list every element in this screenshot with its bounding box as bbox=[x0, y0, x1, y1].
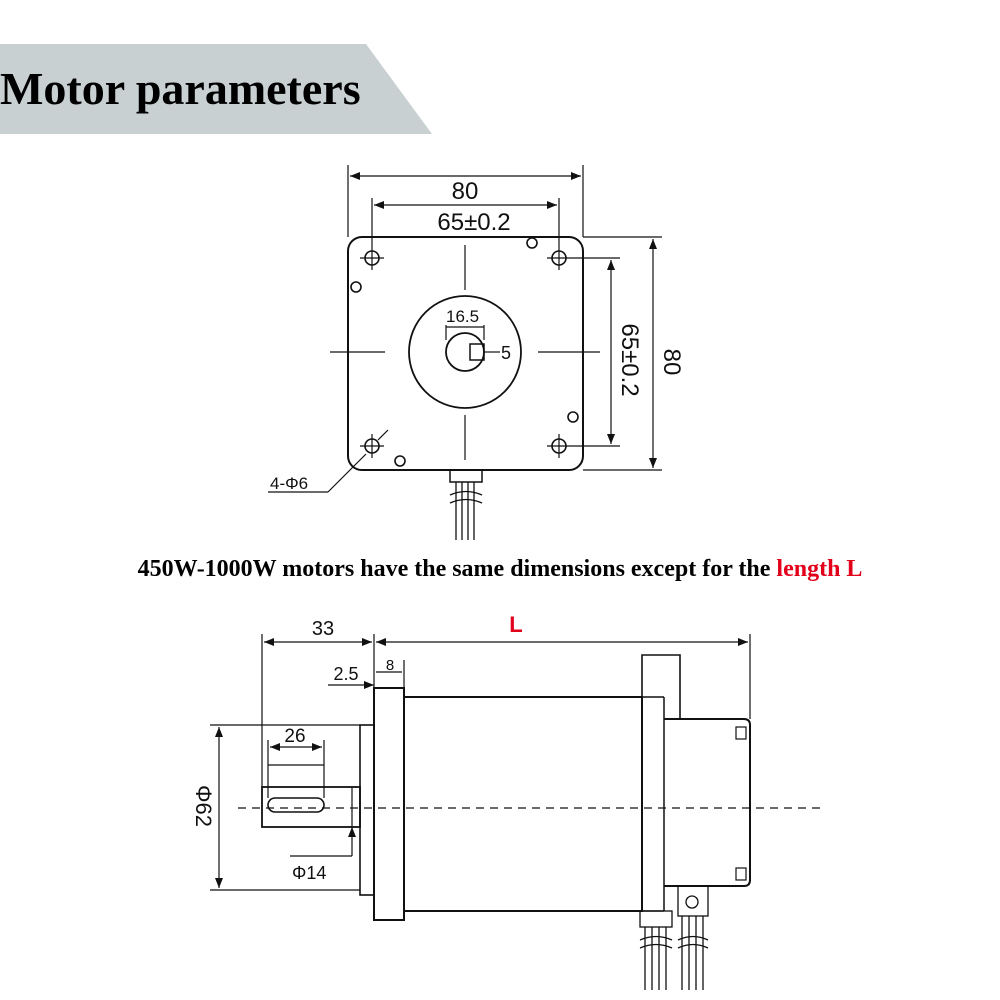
arrow bbox=[607, 434, 615, 444]
hole-leader bbox=[327, 453, 367, 493]
arrow bbox=[348, 827, 356, 837]
arrow bbox=[350, 172, 360, 180]
arrow bbox=[547, 201, 557, 209]
header-banner bbox=[0, 44, 432, 134]
arrow bbox=[607, 260, 615, 270]
shaft-length-label: 33 bbox=[312, 618, 334, 640]
boss-thickness-label: 2.5 bbox=[333, 664, 358, 684]
hole-leader-tick bbox=[377, 429, 389, 441]
shaft-dia-label: Φ14 bbox=[292, 863, 326, 883]
arrow bbox=[215, 727, 223, 737]
pilot-step bbox=[359, 724, 375, 896]
small-hole-2 bbox=[350, 281, 362, 293]
key-slot bbox=[469, 343, 485, 361]
mount-hole-tl bbox=[360, 246, 384, 270]
arrow bbox=[376, 638, 386, 646]
key-width-label: 5 bbox=[501, 343, 511, 363]
cable-wires bbox=[449, 482, 483, 540]
small-hole-3 bbox=[567, 411, 579, 423]
arrow bbox=[215, 878, 223, 888]
encoder-cable bbox=[677, 885, 709, 990]
mount-hole-br bbox=[547, 434, 571, 458]
arrow bbox=[738, 638, 748, 646]
small-hole-4 bbox=[394, 455, 406, 467]
width-outer-label: 80 bbox=[452, 178, 479, 205]
motor-body bbox=[403, 696, 643, 912]
mount-hole-tr bbox=[547, 246, 571, 270]
pilot-circle bbox=[408, 295, 522, 409]
caption-main: 450W-1000W motors have the same dimensio… bbox=[137, 556, 777, 582]
side-view: 33 L 8 2.5 26 Φ62 Φ14 bbox=[191, 612, 820, 990]
rear-cap-slot-bottom bbox=[735, 867, 747, 881]
rear-cap bbox=[664, 718, 751, 887]
arrow bbox=[270, 743, 280, 751]
arrow bbox=[362, 638, 372, 646]
rear-cap-slot-top bbox=[735, 726, 747, 740]
caption-highlight: length L bbox=[776, 556, 863, 582]
arrow bbox=[312, 743, 322, 751]
body-length-label: L bbox=[509, 612, 522, 637]
key-length-label: 26 bbox=[284, 726, 305, 747]
width-holes-label: 65±0.2 bbox=[437, 209, 510, 236]
arrow bbox=[649, 239, 657, 249]
height-holes-label: 65±0.2 bbox=[616, 323, 643, 396]
front-view: 16.5 5 4-Φ6 bbox=[268, 165, 685, 540]
power-cable bbox=[639, 910, 673, 990]
pilot-diameter-label: Φ62 bbox=[191, 785, 216, 827]
page-title: Motor parameters bbox=[0, 63, 361, 114]
arrow bbox=[264, 638, 274, 646]
shaft-keyway bbox=[267, 797, 325, 813]
mount-hole-bl bbox=[360, 434, 384, 458]
caption: 450W-1000W motors have the same dimensio… bbox=[0, 556, 1000, 583]
arrow bbox=[364, 681, 374, 689]
shaft-body bbox=[261, 786, 361, 828]
mount-holes-label: 4-Φ6 bbox=[270, 474, 308, 493]
shaft-diameter-label: 16.5 bbox=[446, 307, 479, 326]
arrow bbox=[571, 172, 581, 180]
height-outer-label: 80 bbox=[658, 349, 685, 376]
arrow bbox=[374, 201, 384, 209]
header-band bbox=[0, 44, 432, 134]
shaft-circle bbox=[445, 332, 485, 372]
rear-top-step bbox=[641, 654, 681, 719]
cable-gland bbox=[449, 469, 483, 483]
flange-thickness-label: 8 bbox=[386, 657, 394, 674]
arrow bbox=[649, 458, 657, 468]
flange bbox=[373, 687, 405, 921]
small-hole-1 bbox=[526, 237, 538, 249]
